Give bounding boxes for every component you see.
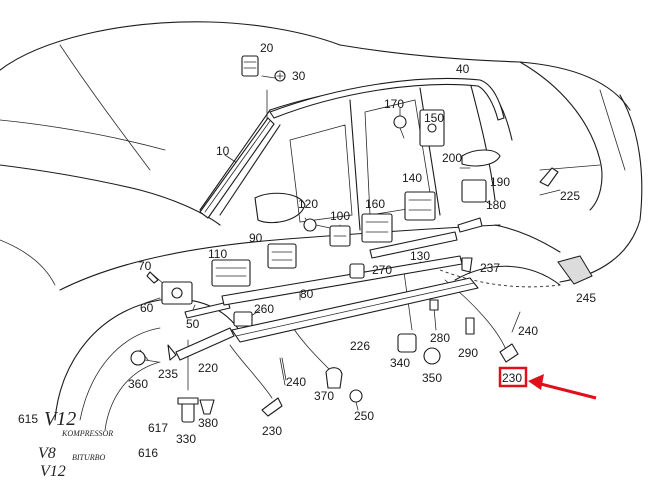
- callout-260: 260: [254, 302, 274, 316]
- part-160-clip: [361, 213, 393, 243]
- callout-150: 150: [424, 111, 444, 125]
- part-30-screw: [274, 70, 286, 82]
- callout-245: 245: [576, 291, 596, 305]
- callout-340: 340: [390, 356, 410, 370]
- part-237-clip: [461, 257, 473, 273]
- part-230-end-caps: [261, 343, 519, 417]
- callout-220: 220: [198, 361, 218, 375]
- part-250-screw: [349, 389, 363, 411]
- callout-40: 40: [456, 62, 470, 76]
- callout-20: 20: [260, 41, 274, 55]
- callout-237: 237: [480, 261, 500, 275]
- part-340-clip: [397, 333, 417, 353]
- callout-200: 200: [442, 151, 462, 165]
- callout-250: 250: [354, 409, 374, 423]
- part-110-clip: [211, 259, 251, 287]
- callout-370: 370: [314, 389, 334, 403]
- part-240-pins: [281, 311, 521, 381]
- callout-140: 140: [402, 171, 422, 185]
- callout-350: 350: [422, 371, 442, 385]
- callout-615: 615: [18, 412, 38, 426]
- part-200-handle: [461, 149, 501, 167]
- callout-labels: 20 30 40 10 170 150 200 140 190 180 225 …: [18, 41, 596, 460]
- callout-130: 130: [410, 249, 430, 263]
- callout-180: 180: [486, 198, 506, 212]
- part-190-clip: [461, 179, 487, 203]
- emblems: V12 V8 KOMPRESSOR V12 BITURBO: [38, 408, 113, 480]
- part-20-clip: [241, 55, 259, 77]
- part-360-screw: [130, 350, 159, 366]
- part-235-clip: [167, 344, 177, 361]
- part-270-clip: [349, 263, 365, 279]
- callout-60: 60: [140, 301, 154, 315]
- part-140-clip: [404, 191, 436, 221]
- part-70-pin: [146, 271, 159, 284]
- callout-617: 617: [148, 421, 168, 435]
- part-10-window-seal: [199, 117, 275, 219]
- callout-225: 225: [560, 189, 580, 203]
- highlight-box: [498, 366, 528, 388]
- part-40-roof-molding: [269, 77, 505, 121]
- callout-235: 235: [158, 367, 178, 381]
- part-370-grommet: [325, 367, 343, 389]
- callout-120: 120: [298, 197, 318, 211]
- callout-360: 360: [128, 377, 148, 391]
- callout-230-lower: 230: [262, 424, 282, 438]
- part-130-strip: [369, 231, 458, 259]
- emblem-v12-small: V12: [40, 463, 66, 480]
- callout-240-right: 240: [518, 324, 538, 338]
- part-380-fastener: [199, 399, 215, 415]
- callout-290: 290: [458, 346, 478, 360]
- callout-616: 616: [138, 446, 158, 460]
- part-220-sill: [175, 327, 235, 361]
- highlight-arrowhead: [528, 374, 544, 390]
- part-50-trim-strip: [184, 301, 231, 319]
- callout-240-left: 240: [286, 375, 306, 389]
- part-100-bracket: [329, 225, 351, 247]
- emblem-kompressor: KOMPRESSOR: [61, 429, 113, 438]
- part-120-screw: [303, 218, 331, 232]
- callout-50: 50: [186, 317, 200, 331]
- callout-10: 10: [216, 144, 230, 158]
- part-150-plate: [419, 109, 445, 147]
- part-180-strip: [457, 217, 483, 233]
- part-225-molding: [539, 167, 559, 187]
- callout-100: 100: [330, 209, 350, 223]
- callout-90: 90: [249, 231, 263, 245]
- part-60-bracket: [161, 281, 193, 305]
- callout-110: 110: [208, 247, 227, 261]
- callout-160: 160: [365, 197, 385, 211]
- emblem-biturbo: BITURBO: [72, 453, 106, 462]
- callout-30: 30: [292, 69, 306, 83]
- callout-226: 226: [350, 339, 370, 353]
- part-226-rocker-panel: [231, 277, 479, 343]
- callout-270: 270: [372, 263, 392, 277]
- callout-170: 170: [384, 97, 404, 111]
- highlight-arrow: [532, 380, 597, 400]
- emblem-v8: V8: [38, 445, 56, 462]
- part-260-clip: [233, 311, 253, 327]
- part-350-nut: [423, 347, 441, 365]
- part-170-screw: [393, 115, 407, 139]
- emblem-v12: V12: [44, 408, 76, 430]
- callout-190: 190: [490, 175, 510, 189]
- part-245-bracket: [557, 255, 593, 285]
- part-280-pin: [429, 299, 439, 331]
- highlight-annotation: [498, 366, 597, 400]
- callout-80: 80: [300, 287, 314, 301]
- callout-280: 280: [430, 331, 450, 345]
- callout-330: 330: [176, 432, 196, 446]
- part-90-clip: [267, 243, 297, 269]
- part-330-bolt: [177, 397, 199, 423]
- callout-70: 70: [138, 259, 152, 273]
- callout-230-highlighted: 230: [502, 371, 522, 385]
- callout-380: 380: [198, 416, 218, 430]
- part-290-screw: [465, 317, 475, 335]
